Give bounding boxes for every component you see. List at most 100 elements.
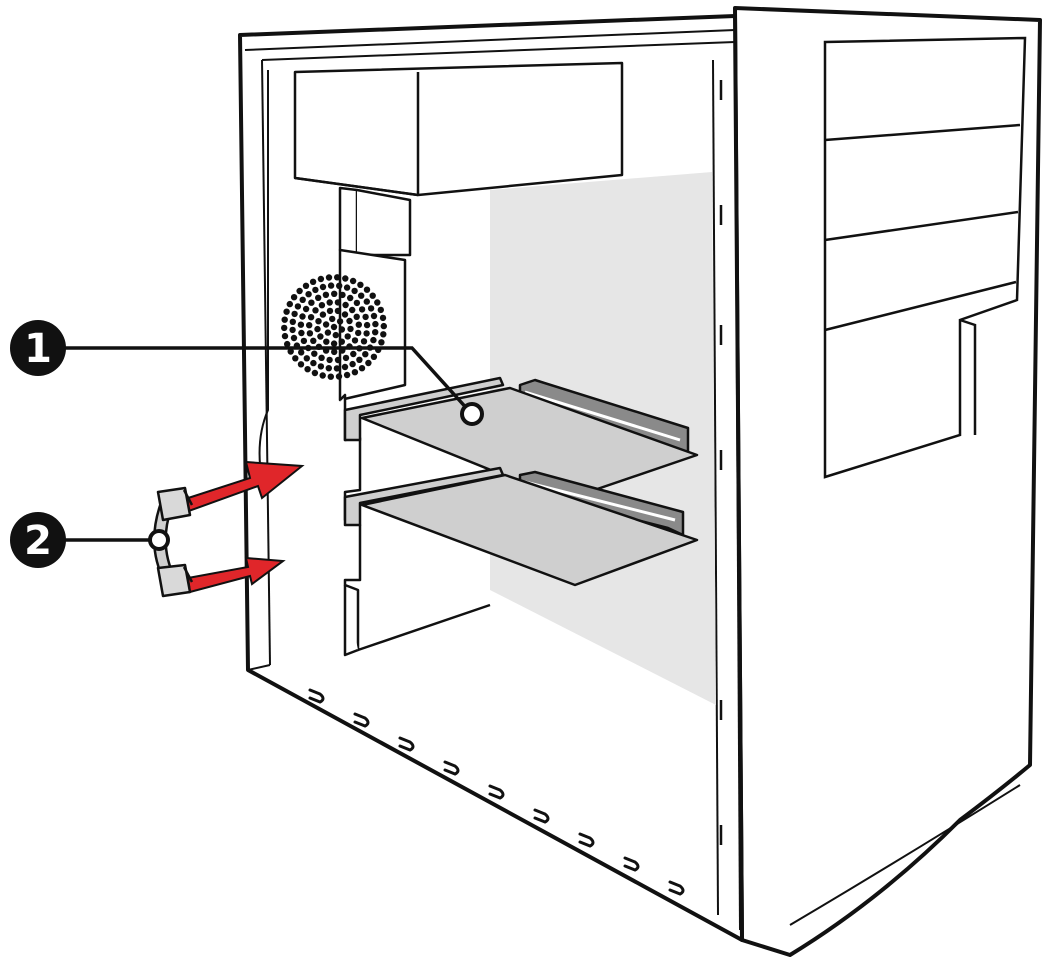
fan-grille-hole — [363, 330, 370, 337]
fan-grille-hole — [299, 313, 306, 320]
fan-grille-hole — [281, 332, 289, 340]
callout-1-leader — [58, 346, 472, 414]
callout-2: 2 — [10, 512, 170, 568]
fan-grille-hole — [331, 290, 338, 297]
fan-grille-hole — [362, 351, 369, 358]
drive-cage — [293, 61, 624, 197]
fan-grille-hole — [317, 363, 325, 370]
vent-slot — [623, 856, 640, 872]
fan-grille-hole — [341, 363, 349, 371]
vent-slot — [533, 808, 550, 824]
insert-arrow-icon — [180, 460, 305, 514]
fan-grille-hole — [357, 281, 364, 288]
fan-grille-hole — [327, 282, 335, 289]
fan-grille-hole — [319, 372, 326, 379]
fan-grille-hole — [289, 318, 296, 325]
fan-grille-hole — [374, 299, 381, 306]
fan-grille-hole — [303, 355, 310, 362]
bottom-vents — [308, 688, 685, 896]
slot-bracket-strip — [338, 186, 491, 657]
fan-grille-hole — [298, 329, 305, 337]
fan-grille-hole — [353, 299, 361, 307]
fan-grille-hole — [322, 291, 330, 298]
fan-grille-hole — [343, 284, 351, 291]
fan-grille-hole — [286, 300, 293, 308]
drive-bays — [823, 36, 1027, 479]
fan-grille-hole — [291, 310, 298, 318]
fan-grille-hole — [338, 338, 345, 345]
fan-grille-hole — [296, 287, 303, 295]
fan-grille-hole — [363, 286, 371, 293]
fan-grille-hole — [325, 365, 332, 372]
fan-grille-hole — [329, 315, 336, 323]
fan-grille-hole — [287, 348, 294, 355]
fan-grille-hole — [379, 314, 387, 322]
fan-grille-hole — [339, 291, 346, 299]
vent-slot — [578, 832, 595, 848]
fan-grille-hole — [347, 325, 354, 333]
fan-grille-hole — [333, 365, 341, 372]
fan-grille-hole — [310, 337, 317, 344]
fan-grille-hole — [305, 291, 312, 298]
callout-marker-icon — [10, 320, 66, 376]
fan-grille-hole — [290, 294, 298, 301]
fan-grille-hole — [318, 354, 325, 361]
callout-1-target-dot — [460, 402, 484, 426]
fan-grille-hole — [283, 308, 290, 315]
fan-grille-hole — [317, 275, 325, 283]
fan-grille-hole — [336, 282, 343, 289]
fan-grille-hole — [281, 324, 288, 332]
fan-grille-hole — [292, 355, 299, 362]
fan-grille-hole — [370, 312, 378, 320]
fan-grille-hole — [294, 303, 302, 310]
fan-grille-hole — [312, 286, 319, 294]
fan-grille-hole — [342, 354, 350, 362]
fan-grille-hole — [338, 326, 346, 333]
fan-grille-hole — [355, 321, 362, 328]
fan-grille-hole — [330, 340, 338, 347]
fan-grille-hole — [297, 321, 305, 328]
fan-grille-icon — [281, 274, 387, 380]
fan-grille-hole — [324, 329, 332, 336]
insert-arrows — [180, 460, 305, 594]
fan-grille-hole — [330, 323, 338, 331]
callout-2-number: 2 — [24, 518, 52, 564]
fan-grille-hole — [349, 306, 356, 314]
vent-slot — [353, 712, 370, 728]
fan-grille-hole — [308, 299, 315, 306]
fan-grille-hole — [370, 353, 378, 360]
fan-grille-hole — [325, 274, 333, 281]
fan-grille-hole — [377, 306, 384, 314]
fan-grille-hole — [306, 322, 313, 329]
fan-grille-hole — [299, 296, 306, 303]
vent-slot — [488, 784, 505, 800]
fan-grille-hole — [281, 316, 288, 323]
fan-grille-hole — [332, 331, 339, 339]
fan-grille-hole — [327, 373, 334, 380]
fan-grille-hole — [334, 274, 341, 281]
fan-grille-hole — [297, 361, 305, 368]
fan-grille-hole — [358, 292, 365, 299]
fan-grille-hole — [378, 339, 385, 346]
fan-grille-hole — [309, 278, 317, 285]
insert-arrow-icon — [186, 556, 286, 594]
fan-grille-hole — [356, 356, 363, 363]
fan-grille-hole — [358, 306, 366, 313]
fan-grille-hole — [319, 311, 327, 318]
fan-grille-hole — [312, 307, 319, 314]
fan-grille-hole — [334, 307, 342, 315]
fan-grille-hole — [319, 283, 327, 291]
fan-grille-hole — [318, 302, 326, 309]
fan-grille-hole — [349, 360, 356, 368]
fan-grille-hole — [326, 356, 333, 364]
fan-grille-hole — [380, 331, 387, 338]
fan-grille-hole — [351, 287, 358, 295]
fan-grille-hole — [284, 340, 291, 348]
vent-slot — [668, 880, 685, 896]
callout-marker-icon — [10, 512, 66, 568]
fan-grille-hole — [310, 359, 317, 367]
fan-grille-hole — [370, 336, 377, 344]
fan-grille-hole — [344, 333, 351, 340]
fan-grille-hole — [362, 313, 369, 321]
